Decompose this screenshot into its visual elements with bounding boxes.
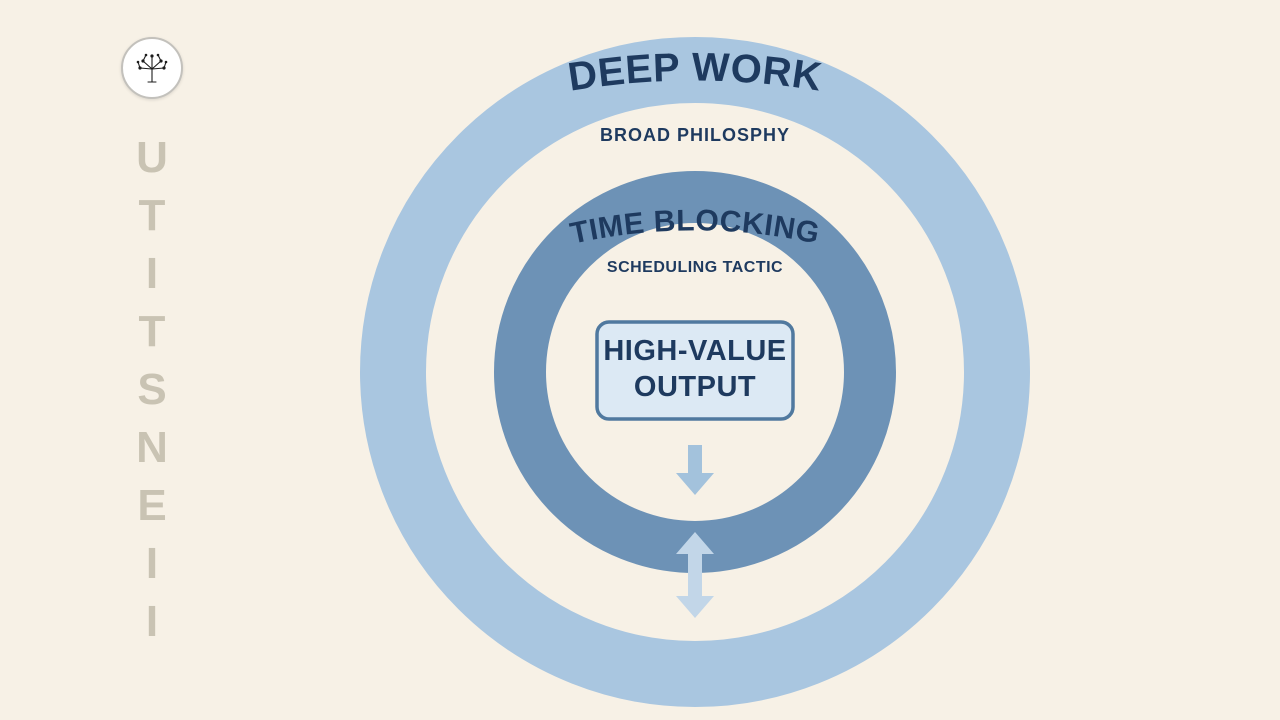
brand-letter: I (145, 539, 159, 588)
inner-ring-sublabel: SCHEDULING TACTIC (607, 259, 783, 276)
brand-letter: S (137, 365, 167, 414)
down-arrow-icon (676, 445, 714, 495)
center-box-line2: OUTPUT (634, 371, 756, 403)
brand-letter: I (145, 597, 159, 646)
brand-letter: E (137, 481, 167, 530)
brand-letter: U (136, 133, 168, 182)
outer-ring-deep-work (360, 37, 1030, 707)
brand-letter: N (136, 423, 168, 472)
center-box-line1: HIGH-VALUE (603, 335, 786, 367)
tree-network-icon (136, 53, 168, 83)
center-output-box (595, 320, 795, 421)
double-arrow-icon (676, 532, 714, 618)
outer-ring-sublabel: BROAD PHILOSPHY (600, 125, 790, 145)
brand-letter: T (138, 307, 166, 356)
logo (121, 37, 183, 99)
brand-letter: T (138, 191, 166, 240)
brand-letter: I (145, 249, 159, 298)
